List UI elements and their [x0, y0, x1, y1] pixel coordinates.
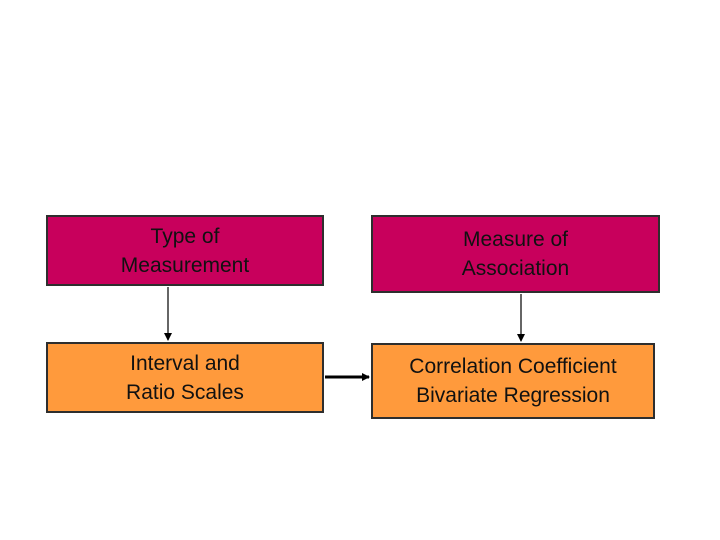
type-of-measurement-box: Type of Measurement: [46, 215, 324, 286]
type-of-measurement-line2: Measurement: [120, 253, 250, 277]
type-of-measurement-line1: Type of: [150, 224, 220, 248]
correlation-regression-box: Correlation Coefficient Bivariate Regres…: [371, 343, 655, 419]
measure-of-association-line1: Measure of: [462, 228, 569, 251]
interval-ratio-scales-line1: Interval and: [130, 351, 240, 375]
interval-ratio-scales-line2: Ratio Scales: [126, 380, 244, 404]
correlation-regression-line1: Correlation Coefficient: [409, 355, 617, 378]
measure-of-association-box: Measure of Association: [371, 215, 660, 293]
measure-of-association-line2: Association: [461, 257, 570, 280]
correlation-regression-line2: Bivariate Regression: [416, 384, 610, 407]
interval-ratio-scales-box: Interval and Ratio Scales: [46, 342, 324, 413]
